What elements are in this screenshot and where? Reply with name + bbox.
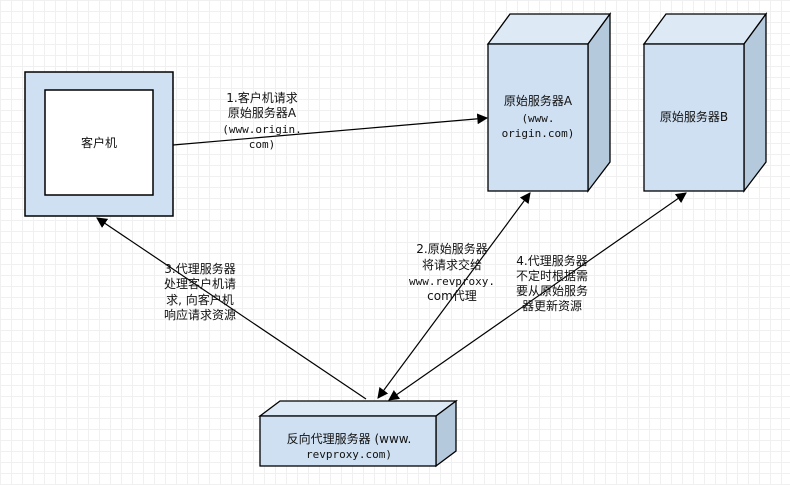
client-label: 客户机 xyxy=(80,136,117,150)
server-b-node xyxy=(642,12,768,193)
step2-line4: com代理 xyxy=(427,289,477,303)
proxy-node xyxy=(258,399,458,468)
step3-line4: 响应请求资源 xyxy=(163,308,236,322)
server-a-label: 原始服务器A xyxy=(503,94,573,108)
step3-line2: 处理客户机请 xyxy=(163,277,236,291)
step4-line1: 4.代理服务器 xyxy=(516,254,588,268)
step4-line2: 不定时根据需 xyxy=(515,269,588,283)
step4-line3: 要从原始服务 xyxy=(515,284,588,298)
step1-line3: (www.origin. xyxy=(222,123,302,136)
step2-line1: 2.原始服务器 xyxy=(416,242,488,256)
edge-step4-arrow xyxy=(388,192,687,401)
step1-line4: com) xyxy=(248,138,276,151)
server-a-domain-line2: origin.com) xyxy=(501,127,575,140)
edge-step3-arrow xyxy=(96,217,367,400)
server-b-label: 原始服务器B xyxy=(659,110,729,124)
step2-line2: 将请求交给 xyxy=(421,258,482,272)
client-node xyxy=(24,71,174,217)
step1-line1: 1.客户机请求 xyxy=(226,91,298,105)
server-a-node xyxy=(486,12,612,193)
step3-line3: 求, 向客户机 xyxy=(166,293,234,307)
step2-line3: www.revproxy. xyxy=(408,275,496,288)
server-a-domain-line1: (www. xyxy=(521,112,555,125)
proxy-label-line2: revproxy.com) xyxy=(305,448,393,461)
step1-line2: 原始服务器A xyxy=(227,106,297,120)
step3-line1: 3.代理服务器 xyxy=(164,262,236,276)
edge-step1-arrow xyxy=(172,113,489,146)
proxy-label-line1: 反向代理服务器 (www. xyxy=(286,432,412,446)
step4-line4: 器更新资源 xyxy=(521,299,582,313)
